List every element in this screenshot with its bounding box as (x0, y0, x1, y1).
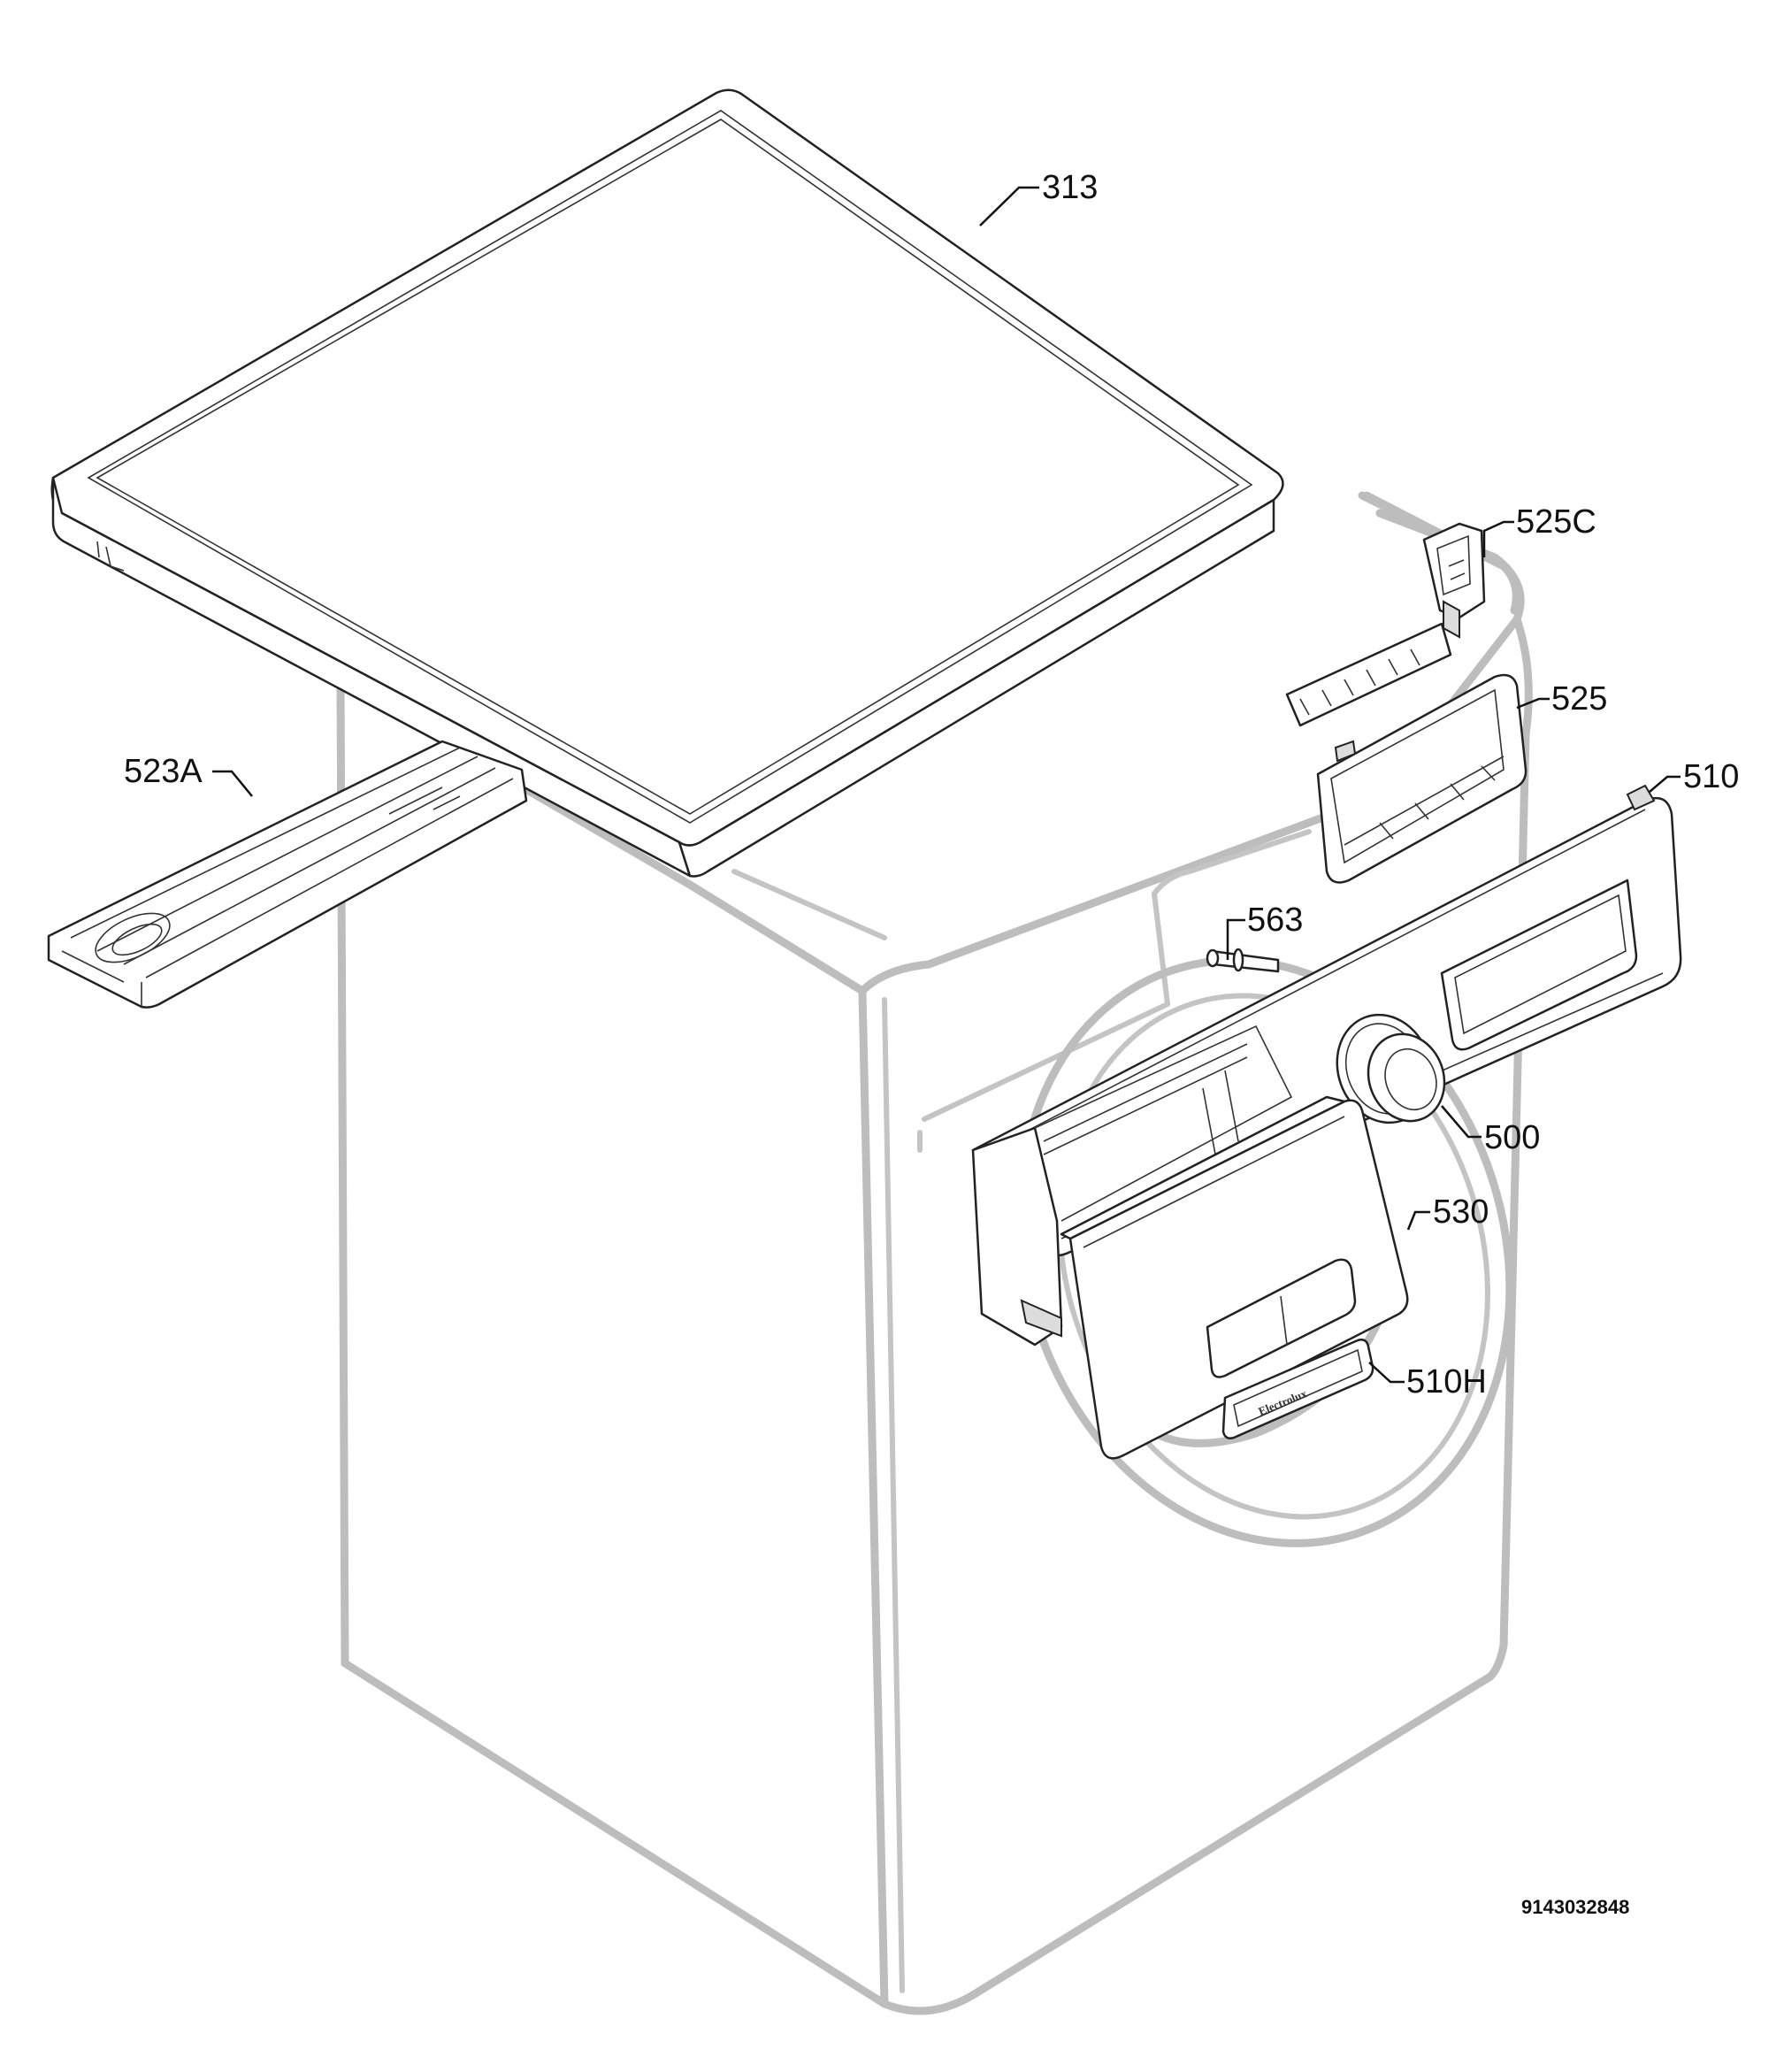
leader-510 (1649, 775, 1681, 793)
label-525c: 525C (1516, 503, 1596, 541)
display-board-part-525 (1285, 622, 1528, 884)
label-523a: 523A (124, 753, 203, 790)
leader-525c (1482, 520, 1514, 557)
label-313: 313 (1042, 169, 1098, 206)
document-number: 9143032848 (1521, 1896, 1629, 1918)
clip-part-525c (1422, 522, 1486, 639)
label-510h: 510H (1406, 1363, 1487, 1401)
pin-part-563 (1206, 948, 1280, 973)
label-563: 563 (1247, 902, 1303, 939)
leader-510h (1368, 1362, 1405, 1384)
leader-530 (1406, 1210, 1430, 1231)
part-labels: 313 525C 525 510 523A 563 500 530 510H (124, 169, 1739, 1401)
leader-500 (1441, 1105, 1482, 1139)
knob-part-500 (1336, 1013, 1446, 1124)
rail-part-523a (47, 740, 528, 1009)
label-530: 530 (1433, 1193, 1489, 1231)
dispenser-housing (971, 1024, 1293, 1347)
top-cover-part-313 (50, 88, 1284, 878)
label-510: 510 (1683, 758, 1739, 795)
label-500: 500 (1484, 1119, 1540, 1156)
label-525: 525 (1551, 680, 1607, 718)
leader-523a (212, 770, 253, 797)
dispenser-drawer-part-530 (1060, 1095, 1409, 1460)
leader-525 (1516, 697, 1550, 710)
leader-563 (1226, 918, 1245, 960)
leader-lines (212, 186, 1681, 1384)
leader-313 (979, 186, 1039, 226)
